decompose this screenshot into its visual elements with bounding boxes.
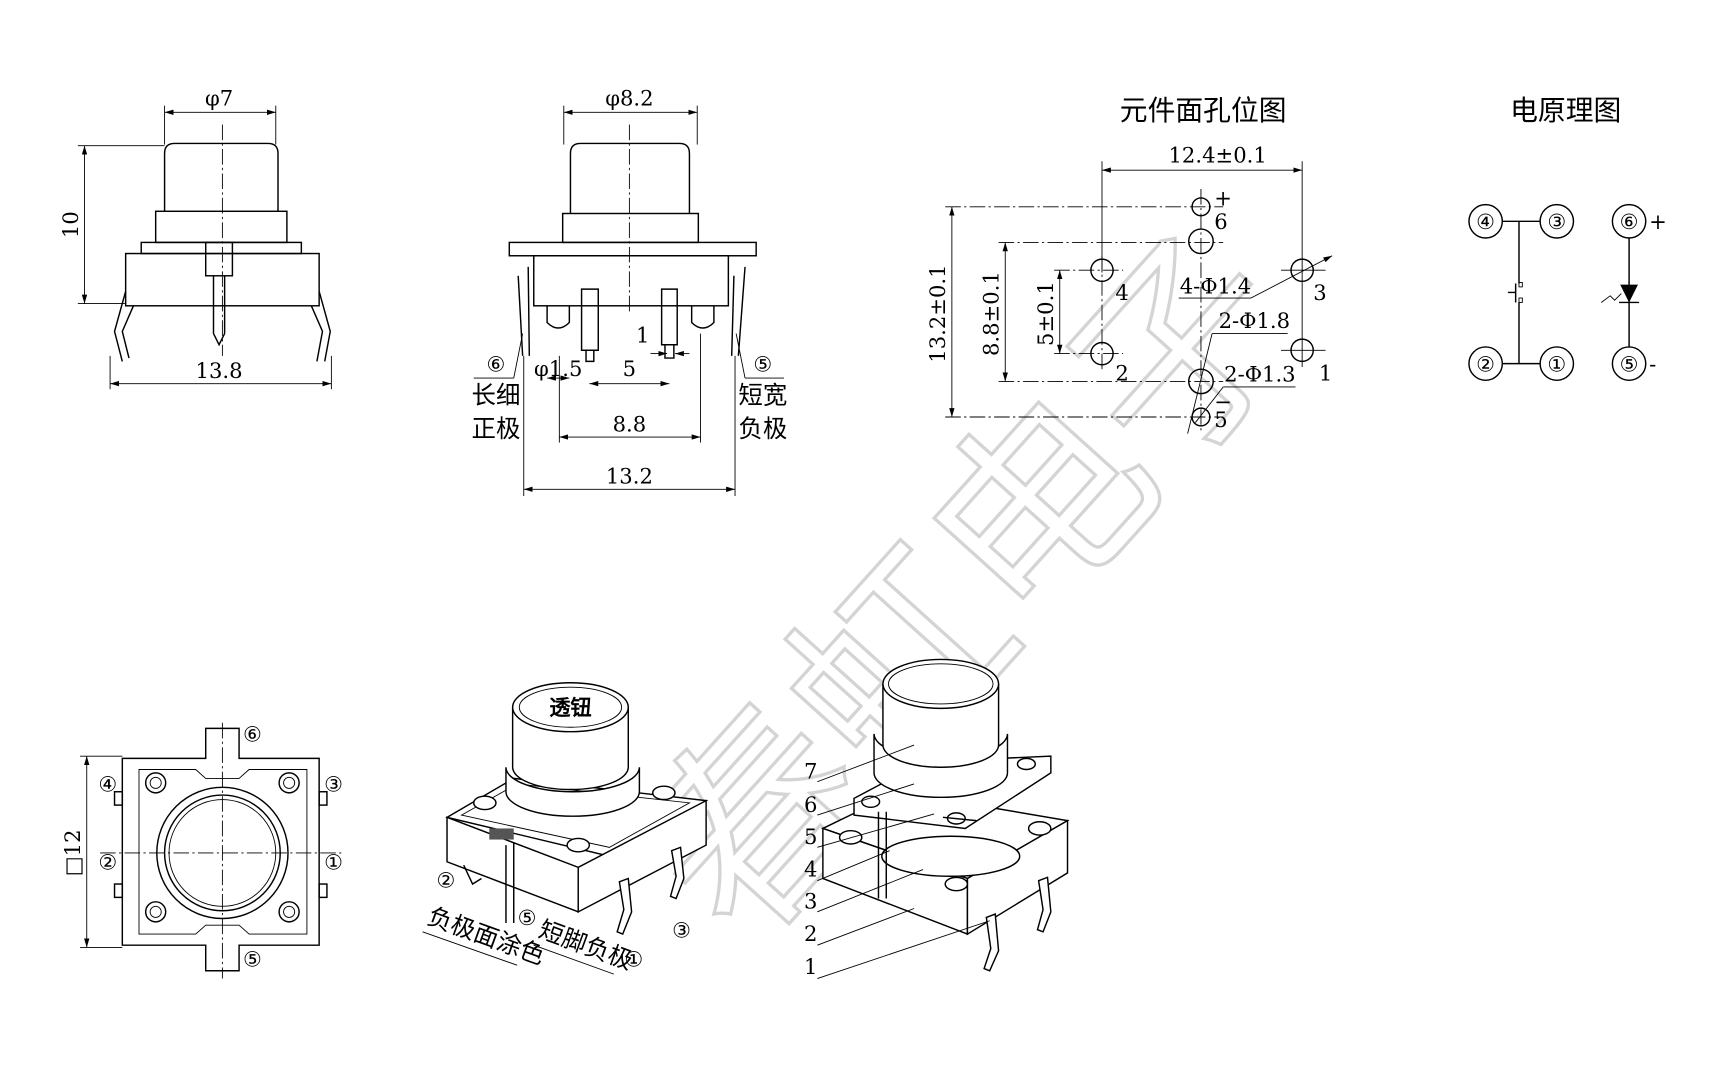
pin-spacing: 5	[623, 356, 636, 381]
hole-label-6: 6	[1214, 209, 1227, 234]
schematic-pin-6: ⑥	[1620, 209, 1639, 234]
pin-dia: φ1.5	[534, 356, 582, 381]
hole-label-2: 2	[1115, 360, 1128, 385]
left-pin-line1: 长细	[471, 381, 520, 410]
part-3: 3	[804, 889, 817, 914]
plus-sign: +	[1214, 186, 1232, 211]
h-13-2: 13.2±0.1	[925, 264, 950, 362]
span-8-8: 8.8	[613, 411, 647, 436]
exploded-view: 7 6 5 4 3 2 1	[804, 658, 1070, 979]
hole-layout: 元件面孔位图 12.4±0.1 13.2±0.1 8.8±0.1 5±0.1 4…	[925, 94, 1333, 434]
schematic-pin-2: ②	[1476, 351, 1495, 376]
part-2: 2	[804, 921, 817, 946]
cap-text: 透钮	[549, 695, 591, 720]
minus-sign: −	[1214, 389, 1232, 414]
h-8-8: 8.8±0.1	[979, 271, 1004, 356]
part-6: 6	[804, 792, 817, 817]
schematic-minus: -	[1649, 351, 1656, 376]
iso-pin-2: ②	[436, 867, 455, 892]
top-pin-6: ⑥	[243, 722, 262, 747]
part-5: 5	[804, 824, 817, 849]
iso-view: 透钮 ② ⑤ ① ③ 负极面涂色 短脚负极	[422, 682, 709, 975]
schematic-pin-5: ⑤	[1620, 351, 1639, 376]
schematic-pin-1: ①	[1547, 351, 1566, 376]
top-view: □12 ④ ③ ② ① ⑥ ⑤	[60, 722, 345, 979]
hole-1-4: 4-Φ1.4	[1180, 274, 1251, 299]
hole-layout-title: 元件面孔位图	[1120, 94, 1287, 127]
top-pin-4: ④	[98, 772, 117, 797]
top-pin-1: ①	[324, 850, 343, 875]
right-pin-line1: 短宽	[738, 381, 787, 410]
front-cap-dia: φ8.2	[605, 86, 653, 111]
hole-label-1: 1	[1319, 360, 1332, 385]
iso-pin-5: ⑤	[518, 905, 537, 930]
span-13-2: 13.2	[606, 464, 653, 489]
hole-label-3: 3	[1313, 280, 1326, 305]
right-pin-num: ⑤	[753, 351, 772, 376]
side-cap-dia: φ7	[205, 86, 233, 111]
schematic-plus: +	[1649, 209, 1667, 234]
top-size: □12	[60, 829, 85, 876]
side-view: φ7 10 13.8	[58, 86, 332, 390]
schematic: 电原理图 ④ ③ ② ① ⑥ ⑤ + -	[1468, 94, 1667, 382]
h-5: 5±0.1	[1033, 281, 1058, 346]
part-1: 1	[804, 954, 817, 979]
part-4: 4	[804, 856, 817, 881]
left-pin-line2: 正极	[471, 414, 520, 443]
schematic-title: 电原理图	[1510, 94, 1621, 127]
hole-label-4: 4	[1115, 280, 1128, 305]
schematic-pin-4: ④	[1476, 209, 1495, 234]
top-pin-5: ⑤	[243, 946, 262, 971]
schematic-pin-3: ③	[1547, 209, 1566, 234]
pin-width: 1	[636, 322, 649, 347]
top-pin-2: ②	[98, 850, 117, 875]
top-pin-3: ③	[324, 772, 343, 797]
side-width: 13.8	[196, 358, 243, 383]
hole-1-8: 2-Φ1.8	[1219, 308, 1290, 333]
iso-pin-1: ①	[624, 946, 643, 971]
part-7: 7	[804, 758, 817, 783]
side-height: 10	[58, 211, 83, 238]
hole-label-5: 5	[1214, 407, 1227, 432]
iso-pin-3: ③	[672, 917, 691, 942]
hole-1-3: 2-Φ1.3	[1224, 361, 1295, 386]
front-view: φ8.2 1 φ1.5 5 8.8 13.2 ⑥ 长细 正极 ⑤ 短宽 负极	[471, 86, 787, 496]
left-pin-num: ⑥	[486, 351, 505, 376]
right-pin-line2: 负极	[738, 414, 787, 443]
width-dim: 12.4±0.1	[1169, 142, 1267, 167]
